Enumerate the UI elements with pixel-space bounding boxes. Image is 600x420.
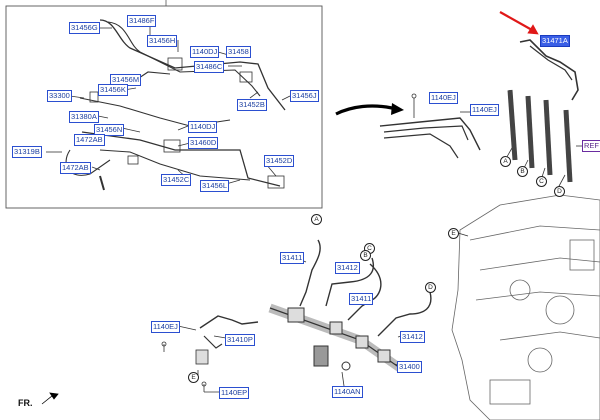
label-31411-lower[interactable]: 31411: [349, 293, 374, 305]
label-31471a[interactable]: 31471A: [540, 35, 570, 47]
inset-fitting-2: [127, 155, 139, 165]
callout-d-injector: D: [554, 186, 565, 197]
fuel-rail: [268, 303, 403, 372]
label-31411-upper[interactable]: 31411: [280, 252, 305, 264]
inset-pipe-upper: [99, 19, 286, 111]
label-31486f[interactable]: 31486F: [127, 15, 157, 27]
label-31460d[interactable]: 31460D: [188, 137, 219, 149]
label-31456g[interactable]: 31456G: [69, 22, 100, 34]
label-1140an[interactable]: 1140AN: [332, 386, 363, 398]
callout-e-lower: E: [188, 372, 199, 383]
inset-bracket-2: [239, 71, 253, 83]
front-direction-label: FR.: [18, 398, 33, 408]
engine-block: [451, 194, 600, 420]
label-31452c[interactable]: 31452C: [161, 174, 192, 186]
label-1472ab-lower[interactable]: 1472AB: [60, 162, 91, 174]
pipe-31411-upper: [299, 239, 321, 307]
callout-b-pipe: B: [360, 250, 371, 261]
callout-arrow: [335, 104, 393, 116]
label-31456l[interactable]: 31456L: [200, 180, 230, 192]
label-1140ej-top[interactable]: 1140EJ: [429, 92, 458, 104]
label-1140ep[interactable]: 1140EP: [219, 387, 250, 399]
label-31456k[interactable]: 31456K: [98, 84, 128, 96]
label-33300[interactable]: 33300: [47, 90, 72, 102]
inset-pipe-lower-2: [99, 149, 251, 181]
label-1472ab-upper[interactable]: 1472AB: [74, 134, 105, 146]
label-31380a[interactable]: 31380A: [69, 111, 99, 123]
label-31452d[interactable]: 31452D: [264, 155, 295, 167]
callout-a-injector: A: [500, 156, 511, 167]
inset-sensor: [99, 175, 105, 191]
label-ref[interactable]: REF: [582, 140, 600, 152]
label-1140ej-right[interactable]: 1140EJ: [470, 104, 499, 116]
callout-c-injector: C: [536, 176, 547, 187]
inset-frame: [5, 5, 323, 209]
inset-bracket-4: [267, 175, 285, 189]
label-31486c[interactable]: 31486C: [194, 61, 225, 73]
inset-pipe-lower: [81, 131, 281, 187]
callout-e-engine: E: [448, 228, 459, 239]
injectors: [507, 39, 579, 183]
inset-fitting-1: [89, 91, 99, 103]
red-pointer-arrow: [499, 11, 533, 31]
label-31456h[interactable]: 31456H: [147, 35, 178, 47]
inset-bracket-3: [163, 139, 181, 153]
label-31412-upper[interactable]: 31412: [335, 262, 360, 274]
inset-bracket-1: [167, 57, 183, 71]
callout-d-pipe: D: [425, 282, 436, 293]
pipe-31410p: [199, 315, 259, 329]
pipe-31412-lower: [377, 291, 432, 337]
callout-a-pipe: A: [311, 214, 322, 225]
fr-arrow-icon: [41, 392, 59, 405]
pipe-31412-upper: [325, 257, 375, 307]
label-31412-lower[interactable]: 31412: [400, 331, 425, 343]
callout-b-injector: B: [517, 166, 528, 177]
label-31452b[interactable]: 31452B: [237, 99, 267, 111]
label-31400[interactable]: 31400: [397, 361, 422, 373]
injector-return-pipe: [519, 39, 579, 101]
lower-bracket: [195, 349, 209, 365]
label-31456j[interactable]: 31456J: [290, 90, 319, 102]
injector-pipe-harness: [379, 117, 481, 151]
label-31319b[interactable]: 31319B: [12, 146, 42, 158]
label-31458[interactable]: 31458: [226, 46, 251, 58]
label-31456n[interactable]: 31456N: [94, 124, 125, 136]
label-1140ej-lower[interactable]: 1140EJ: [151, 321, 180, 333]
label-1140dj-mid[interactable]: 1140DJ: [188, 121, 218, 133]
label-31410p[interactable]: 31410P: [225, 334, 255, 346]
label-1140dj-top[interactable]: 1140DJ: [190, 46, 220, 58]
